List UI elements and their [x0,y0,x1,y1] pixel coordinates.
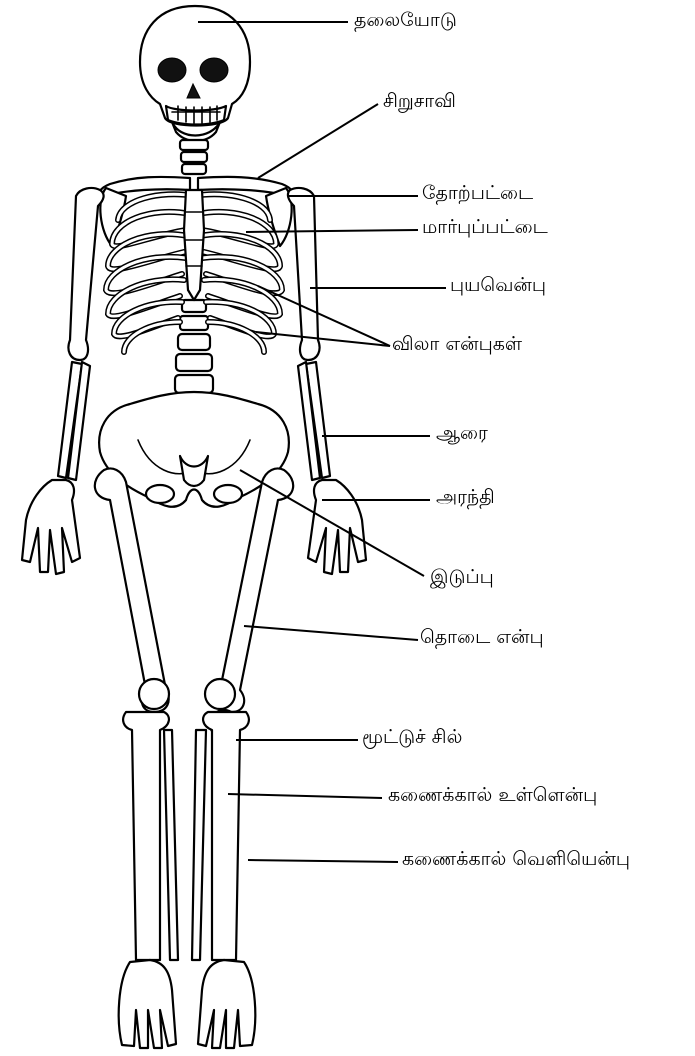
label-clavicle: சிறுசாவி [383,92,456,111]
label-patella: மூட்டுச் சில் [362,728,462,747]
label-radius: அரந்தி [436,488,495,507]
legs [95,469,293,1049]
label-scapula: தோற்பட்டை [422,184,533,203]
label-humerus: புயவென்பு [450,276,546,295]
leader-fibula [248,860,398,862]
leader-ribs-2 [256,332,390,346]
label-skull: தலையோடு [354,11,457,30]
leader-tibia [228,794,382,798]
skull [140,6,250,141]
label-pelvis: இடுப்பு [430,568,494,587]
label-femur: தொடை என்பு [420,628,544,647]
skeleton-drawing [22,6,366,1048]
label-ribs: விலா என்புகள் [392,335,522,354]
label-fibula: கணைக்கால் வெளியென்பு [402,850,630,869]
label-tibia: கணைக்கால் உள்ளென்பு [388,786,597,805]
label-sternum: மார்புப்பட்டை [422,218,548,237]
leader-femur [244,626,418,640]
label-ulna: ஆரை [436,424,488,443]
leader-clavicle [258,104,378,178]
